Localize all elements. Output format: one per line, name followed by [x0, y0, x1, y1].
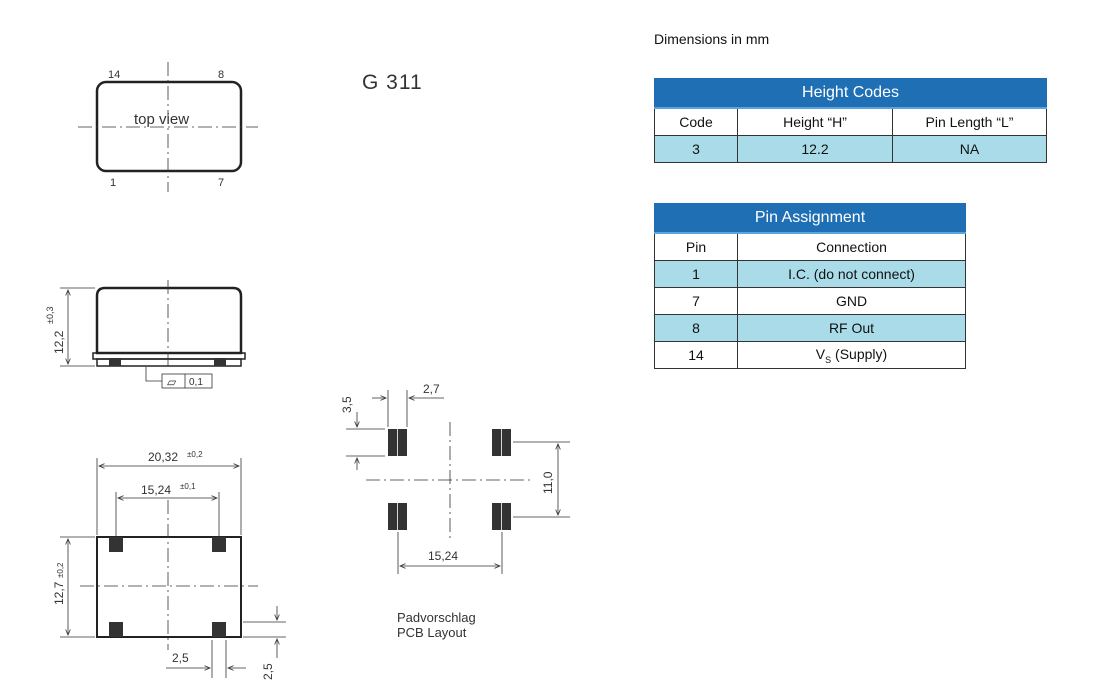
table-row: 1 I.C. (do not connect)	[654, 260, 966, 288]
supply-suffix: (Supply)	[831, 345, 888, 362]
pad-width-dim: 2,5	[172, 651, 189, 665]
pin-assignment-title: Pin Assignment	[654, 203, 966, 234]
height-dim-tol: ±0,3	[45, 307, 55, 324]
pcb-pad-width-dim: 2,7	[423, 382, 440, 396]
width-dim-tol: ±0,2	[187, 450, 203, 459]
height-codes-title: Height Codes	[654, 78, 1047, 109]
table-row: 8 RF Out	[654, 314, 966, 342]
pin-label-8: 8	[218, 69, 224, 81]
bottom-pad-br	[212, 622, 226, 637]
width-dim: 20,32	[148, 450, 178, 464]
pcb-row-spacing-dim: 11,0	[541, 471, 555, 494]
cell-pin: 1	[654, 260, 738, 288]
cell-pin-length: NA	[892, 135, 1047, 163]
cell-pin: 7	[654, 287, 738, 315]
cell-pin: 8	[654, 314, 738, 342]
pin-label-7: 7	[218, 177, 224, 189]
bottom-pad-bl	[109, 622, 123, 637]
pin-span-dim: 15,24	[141, 483, 171, 497]
supply-symbol: V	[815, 345, 826, 362]
flatness-frame	[161, 373, 213, 389]
side-pad-right	[214, 358, 226, 366]
pin-assignment-table: Pin Assignment Pin Connection 1 I.C. (do…	[654, 203, 966, 369]
col-header-connection: Connection	[737, 232, 966, 261]
pad-height-dim: 2,5	[261, 663, 275, 680]
table-row: 3 12.2 NA	[654, 135, 1047, 163]
pcb-caption-en: PCB Layout	[397, 625, 467, 640]
cell-connection: RF Out	[737, 314, 966, 342]
height-dim: 12,2	[52, 330, 66, 354]
col-header-height: Height “H”	[737, 107, 893, 136]
col-header-pin: Pin	[654, 232, 738, 261]
side-pad-left	[109, 358, 121, 366]
supply-subscript: S	[825, 354, 832, 365]
pcb-col-spacing-dim: 15,24	[428, 549, 458, 563]
depth-dim-tol: ±0,2	[56, 562, 65, 578]
flatness-value: 0,1	[189, 377, 203, 388]
pcb-caption-de: Padvorschlag	[397, 610, 476, 625]
cell-connection: VS (Supply)	[737, 341, 966, 369]
cell-height: 12.2	[737, 135, 893, 163]
cell-code: 3	[654, 135, 738, 163]
flatness-symbol: ▱	[167, 375, 177, 389]
depth-dim: 12,7	[52, 581, 66, 605]
pcb-layout: 3,5 2,7 11,0 15,24 Padvorschlag PCB Layo…	[340, 382, 570, 640]
bottom-view: 20,32 ±0,2 15,24 ±0,1 12,7 ±0,2 2,5 2,5	[52, 450, 286, 680]
height-codes-table: Height Codes Code Height “H” Pin Length …	[654, 78, 1047, 163]
top-view: top view 14 8 1 7	[78, 62, 258, 192]
bottom-pad-tl	[109, 537, 123, 552]
cell-connection: GND	[737, 287, 966, 315]
cell-connection: I.C. (do not connect)	[737, 260, 966, 288]
col-header-code: Code	[654, 107, 738, 136]
model-label: G 311	[362, 71, 423, 94]
table-row: 7 GND	[654, 287, 966, 315]
top-view-label: top view	[134, 111, 189, 128]
pin-label-14: 14	[108, 69, 120, 81]
table-row: 14 VS (Supply)	[654, 341, 966, 369]
pcb-pad-height-dim: 3,5	[340, 396, 354, 413]
bottom-pad-tr	[212, 537, 226, 552]
pin-span-dim-tol: ±0,1	[180, 482, 196, 491]
pin-label-1: 1	[110, 177, 116, 189]
col-header-pin-length: Pin Length “L”	[892, 107, 1047, 136]
dimensions-note: Dimensions in mm	[654, 31, 770, 47]
cell-pin: 14	[654, 341, 738, 369]
side-view: 12,2 ±0,3 ▱ 0,1	[45, 280, 246, 389]
